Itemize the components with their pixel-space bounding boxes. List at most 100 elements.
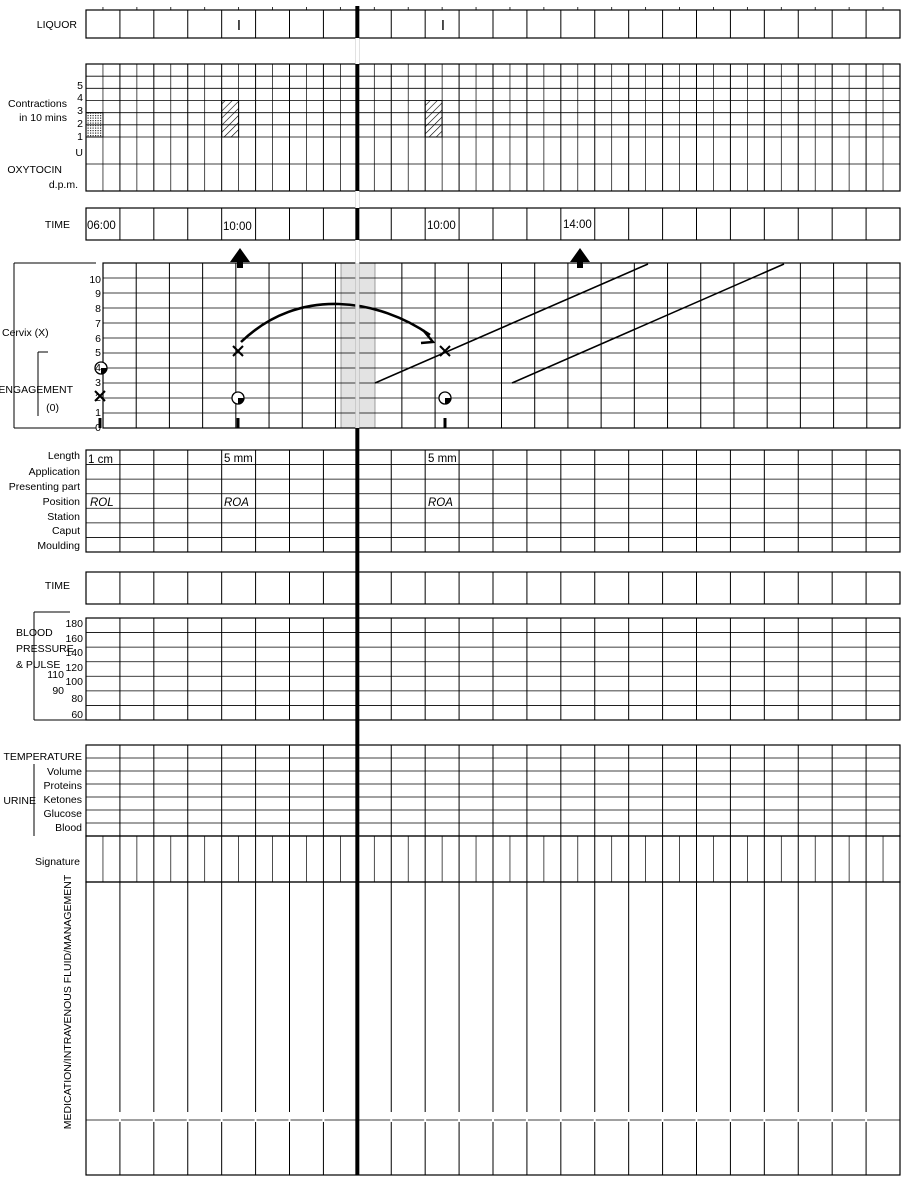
bp-scale-140: 140	[65, 647, 83, 659]
position-entry: ROA	[428, 497, 453, 509]
glucose-label: Glucose	[43, 808, 82, 820]
baseline-tick	[236, 418, 240, 428]
pulse-scale-110: 110	[47, 669, 64, 681]
medication-gap	[118, 1112, 121, 1122]
cervix-label: Cervix (X)	[2, 327, 49, 339]
chart-marks	[85, 6, 785, 1175]
liquor-entry: I	[237, 17, 241, 34]
cervix-scale-1: 1	[95, 407, 101, 419]
medication-gap	[525, 1112, 528, 1122]
progress-arrow	[570, 248, 590, 268]
engagement-fill	[238, 398, 244, 404]
time-entry: 06:00	[87, 220, 116, 232]
scale-cervix: 0 1 2 3 4 5 6 7 8 9 10	[89, 274, 101, 434]
engagement-fill	[101, 368, 107, 374]
bp-scale-100: 100	[65, 676, 83, 688]
divider-gap	[355, 191, 360, 208]
medication-gap	[254, 1112, 257, 1122]
medication-gap	[322, 1112, 325, 1122]
moulding-label: Moulding	[37, 540, 80, 552]
engagement-zero-label: (0)	[46, 402, 59, 414]
row-labels: LIQUOR Contractions in 10 mins OXYTOCIN …	[0, 19, 82, 1129]
divider-shaded	[355, 263, 360, 428]
contractions-label: Contractions	[8, 98, 67, 110]
bp-scale-160: 160	[65, 633, 83, 645]
ketones-label: Ketones	[43, 794, 82, 806]
position-entries: ROL ROA ROA	[90, 497, 453, 509]
medication-gap	[152, 1112, 155, 1122]
contraction-scale-2: 2	[77, 118, 83, 130]
scale-contractions: 1 2 3 4 5 U	[75, 80, 83, 159]
cervix-scale-10: 10	[89, 274, 101, 286]
caput-label: Caput	[52, 525, 80, 537]
position-label: Position	[43, 496, 81, 508]
cervix-scale-8: 8	[95, 303, 101, 315]
signature-label: Signature	[35, 856, 80, 868]
cervix-x-mark	[439, 345, 451, 357]
medication-gap	[288, 1112, 291, 1122]
oxytocin-label: OXYTOCIN	[7, 164, 62, 176]
blood-label: Blood	[55, 822, 82, 834]
bp-label: BLOOD	[16, 627, 53, 639]
contraction-scale-5: 5	[77, 80, 83, 92]
time-entry: 10:00	[223, 221, 252, 233]
curved-arrow-head	[420, 329, 436, 345]
contraction-bar	[221, 100, 240, 138]
urine-label: URINE	[3, 795, 36, 807]
contraction-scale-4: 4	[77, 92, 83, 104]
length-entry: 5 mm	[224, 453, 253, 465]
cervix-scale-2: 2	[95, 392, 101, 404]
bp-label-2: PRESSURE	[16, 643, 74, 655]
medication-gap	[865, 1112, 868, 1122]
contraction-bar	[85, 112, 104, 138]
curved-arrow	[240, 302, 431, 343]
cervix-scale-9: 9	[95, 288, 101, 300]
bp-scale-120: 120	[65, 662, 83, 674]
medication-gap	[763, 1112, 766, 1122]
chart-grids	[13, 7, 901, 1176]
medication-gap	[424, 1112, 427, 1122]
medication-gap	[492, 1112, 494, 1122]
medication-gap	[627, 1112, 630, 1122]
action-line	[511, 263, 785, 384]
bp-label-3: & PULSE	[16, 659, 60, 671]
time-label-bottom: TIME	[45, 580, 70, 592]
length-entries: 1 cm 5 mm 5 mm	[88, 453, 457, 466]
engagement-label: ENGAGEMENT	[0, 384, 74, 396]
medication-gap	[831, 1112, 834, 1122]
volume-label: Volume	[47, 766, 82, 778]
cervix-scale-6: 6	[95, 333, 101, 345]
liquor-entries: I I	[237, 17, 445, 34]
medication-gap	[220, 1112, 223, 1122]
contraction-scale-1: 1	[77, 131, 83, 143]
cervix-scale-0: 0	[95, 422, 101, 434]
medication-gap	[559, 1112, 562, 1122]
cervix-scale-3: 3	[95, 377, 101, 389]
medication-gap	[695, 1112, 698, 1122]
alert-line	[374, 263, 649, 384]
liquor-entry: I	[441, 17, 445, 34]
medication-gap	[390, 1112, 393, 1122]
scale-bp: 60 80 100 120 140 160 180 90 110	[47, 618, 83, 721]
position-entry: ROL	[90, 497, 114, 509]
medication-gap	[729, 1112, 732, 1122]
contraction-bar	[424, 100, 443, 138]
medication-gap	[458, 1112, 461, 1122]
bp-scale-60: 60	[71, 709, 83, 721]
cervix-x-mark	[94, 390, 106, 402]
contraction-scale-3: 3	[77, 105, 83, 117]
medication-gap	[797, 1112, 800, 1122]
dpm-label: d.p.m.	[49, 179, 78, 191]
day-divider	[355, 6, 360, 1175]
time-entry: 14:00	[563, 219, 592, 231]
contractions-label-2: in 10 mins	[19, 112, 67, 124]
bp-scale-180: 180	[65, 618, 83, 630]
time-label-top: TIME	[45, 219, 70, 231]
length-entry: 1 cm	[88, 454, 113, 466]
temperature-label: TEMPERATURE	[3, 751, 82, 763]
medication-gap	[661, 1112, 664, 1122]
divider-gap	[355, 38, 360, 64]
presenting-part-label: Presenting part	[9, 481, 80, 493]
medication-gap	[593, 1112, 596, 1122]
